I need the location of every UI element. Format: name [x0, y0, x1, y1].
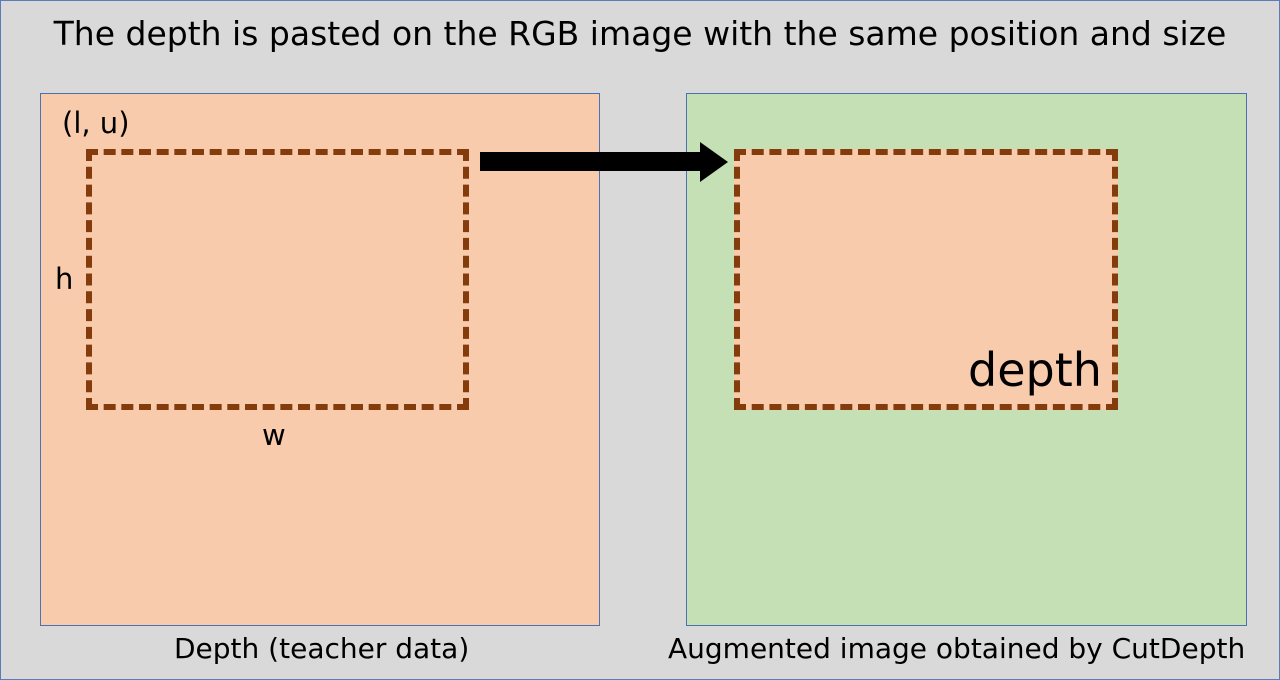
width-label: w: [262, 418, 286, 452]
depth-panel: [40, 93, 600, 626]
corner-coordinate-label: (l, u): [62, 106, 130, 140]
augmented-panel-caption: Augmented image obtained by CutDepth: [668, 632, 1246, 665]
height-label: h: [55, 262, 74, 296]
pasted-depth-label: depth: [968, 343, 1102, 397]
diagram-title: The depth is pasted on the RGB image wit…: [53, 14, 1227, 53]
depth-panel-caption: Depth (teacher data): [174, 632, 470, 665]
paste-arrow-icon: [480, 142, 728, 182]
crop-region-box: [86, 149, 469, 410]
pasted-depth-box: [734, 149, 1118, 410]
